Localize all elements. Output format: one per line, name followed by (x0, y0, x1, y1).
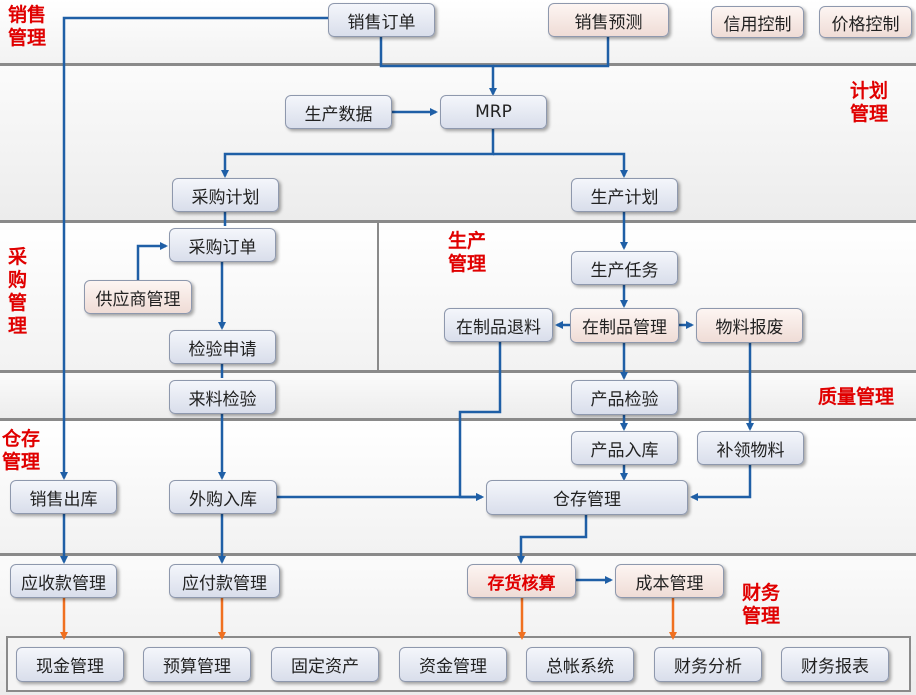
section-label-sales: 销售管理 (8, 4, 47, 49)
node-mrp: MRP (440, 95, 547, 129)
node-inspection-request: 检验申请 (169, 330, 276, 364)
node-wip-mgmt: 在制品管理 (570, 308, 679, 343)
finance-module-funds: 资金管理 (399, 647, 507, 682)
divider (0, 220, 916, 223)
finance-module-fixed-assets: 固定资产 (271, 647, 379, 682)
divider (0, 63, 916, 66)
node-material-replenish: 补领物料 (697, 431, 804, 465)
node-purchase-plan: 采购计划 (172, 178, 279, 212)
node-warehouse-mgmt: 仓存管理 (486, 480, 688, 515)
node-purchase-inbound: 外购入库 (169, 480, 277, 514)
band-planning (0, 66, 916, 221)
section-label-purchasing: 采购管理 (8, 246, 28, 337)
divider (0, 418, 916, 421)
divider (0, 553, 916, 556)
node-wip-return: 在制品退料 (444, 308, 553, 342)
finance-module-reports: 财务报表 (781, 647, 889, 682)
node-payables: 应付款管理 (169, 564, 280, 598)
node-purchase-order: 采购订单 (169, 228, 276, 262)
section-label-planning: 计划管理 (850, 80, 889, 125)
section-label-finance: 财务管理 (742, 582, 781, 627)
node-production-data: 生产数据 (285, 95, 392, 129)
divider (0, 370, 916, 373)
node-sales-outbound: 销售出库 (10, 480, 117, 514)
finance-module-cash: 现金管理 (16, 647, 124, 682)
node-product-inbound: 产品入库 (571, 431, 678, 465)
node-material-scrap: 物料报废 (696, 308, 803, 343)
finance-module-analysis: 财务分析 (654, 647, 762, 682)
node-sales-order: 销售订单 (328, 3, 435, 37)
band-quality (0, 373, 916, 419)
node-price-control: 价格控制 (819, 6, 912, 38)
section-label-quality: 质量管理 (818, 386, 895, 408)
finance-module-budget: 预算管理 (143, 647, 251, 682)
divider-vertical (377, 222, 379, 370)
node-sales-forecast: 销售预测 (548, 3, 669, 37)
finance-module-general-ledger: 总帐系统 (526, 647, 634, 682)
node-credit-control: 信用控制 (711, 6, 804, 38)
node-cost-mgmt: 成本管理 (615, 564, 724, 598)
node-receivables: 应收款管理 (10, 564, 117, 598)
node-inventory-accounting: 存货核算 (467, 564, 576, 598)
node-production-plan: 生产计划 (571, 178, 678, 212)
node-production-task: 生产任务 (571, 251, 678, 285)
node-product-inspection: 产品检验 (571, 380, 678, 415)
section-label-production: 生产管理 (448, 230, 487, 275)
section-label-warehouse: 仓存管理 (2, 428, 41, 473)
node-incoming-inspection: 来料检验 (169, 380, 276, 414)
node-supplier-mgmt: 供应商管理 (84, 280, 192, 314)
